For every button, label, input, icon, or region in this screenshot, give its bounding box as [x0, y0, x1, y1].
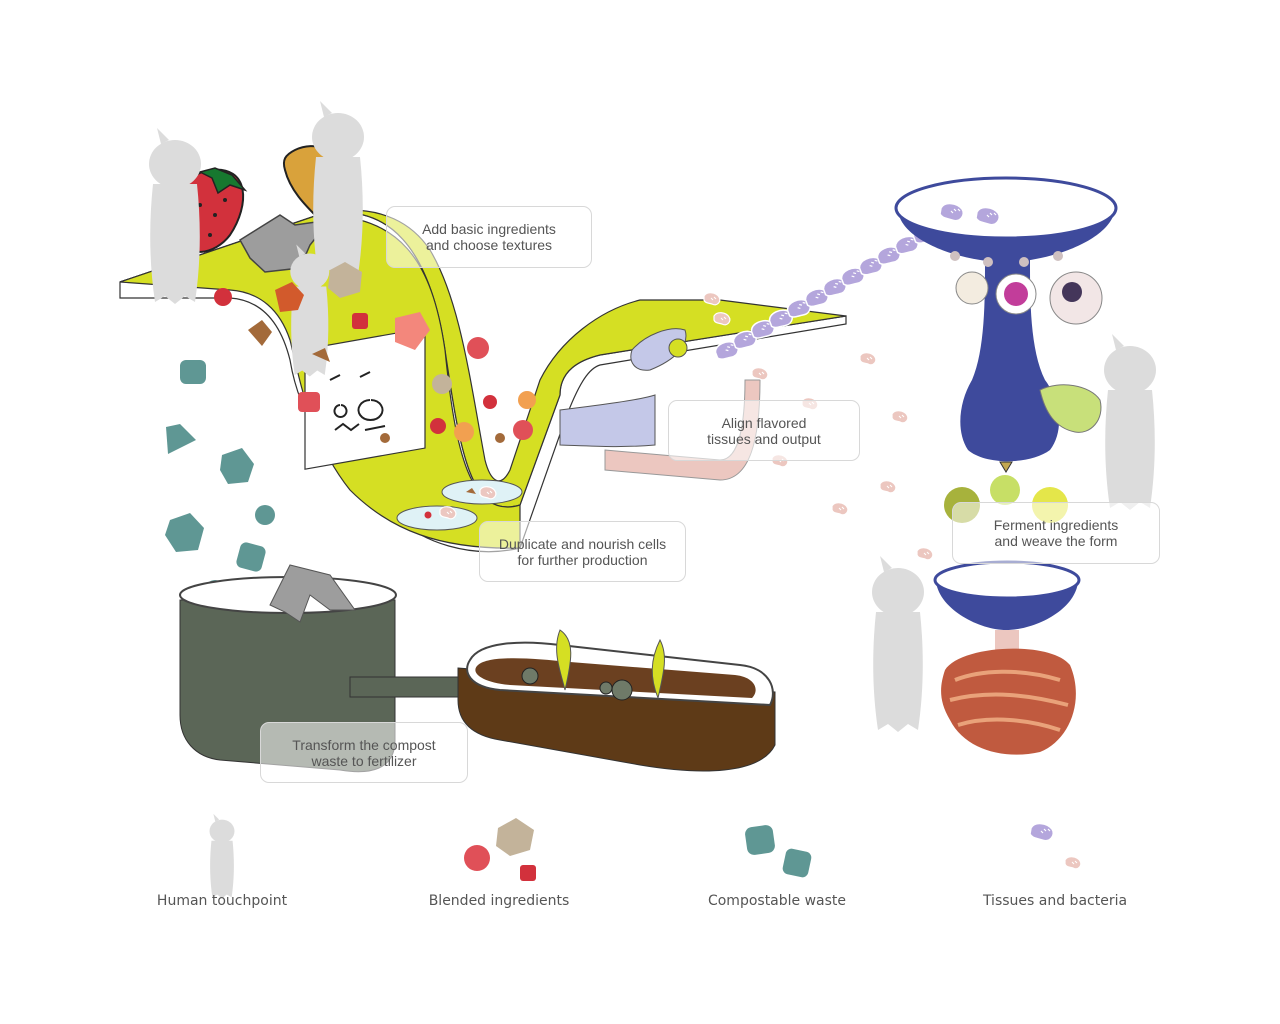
legend-waste-chunk-icon — [745, 825, 812, 878]
legend-bacteria-icon — [1029, 822, 1082, 870]
callout-line: and weave the form — [994, 533, 1118, 549]
ingredient-blobs — [214, 262, 536, 443]
tissue-chain — [711, 220, 940, 365]
callout-line: tissues and output — [707, 430, 821, 447]
callout-line: and choose textures — [425, 237, 553, 253]
callout-line: Ferment ingredients — [993, 517, 1119, 533]
woven-food — [941, 648, 1076, 755]
human-figure — [872, 556, 924, 732]
legend-human-figure-icon — [209, 813, 235, 899]
callout-line: Duplicate and nourish cells — [498, 535, 667, 552]
crumpled-waste — [238, 214, 332, 273]
legend-label-ingredients: Blended ingredients — [428, 893, 570, 909]
legend-label-waste: Compostable waste — [707, 893, 847, 909]
legend-label-human: Human touchpoint — [156, 893, 288, 909]
callout-line: Add basic ingredients — [422, 221, 556, 237]
callout-line: waste to fertilizer — [311, 752, 417, 769]
weaving-bowl — [933, 560, 1081, 655]
callout-align-tissues: Align flavored tissues and output — [668, 400, 860, 461]
callout-ferment: Ferment ingredients and weave the form — [952, 502, 1160, 564]
callout-add-ingredients: Add basic ingredients and choose texture… — [386, 206, 592, 268]
tube — [559, 394, 656, 448]
fermenting-machine — [894, 176, 1118, 473]
petri-dishes — [396, 479, 523, 531]
human-figure — [1104, 334, 1156, 510]
callout-line: Transform the compost — [292, 736, 436, 753]
legend-label-tissues: Tissues and bacteria — [982, 893, 1128, 909]
human-figure — [312, 101, 364, 277]
human-figure — [149, 128, 201, 304]
callout-duplicate-cells: Duplicate and nourish cells for further … — [479, 521, 686, 582]
callout-line: for further production — [517, 551, 648, 568]
legend-ingredient-blob-icon — [464, 818, 536, 881]
callout-line: Align flavored — [721, 414, 807, 431]
pot-handle — [349, 676, 466, 698]
fertilizer-tray — [457, 629, 776, 772]
waste-chunks — [165, 360, 275, 600]
callout-compost: Transform the compost waste to fertilize… — [260, 722, 468, 783]
